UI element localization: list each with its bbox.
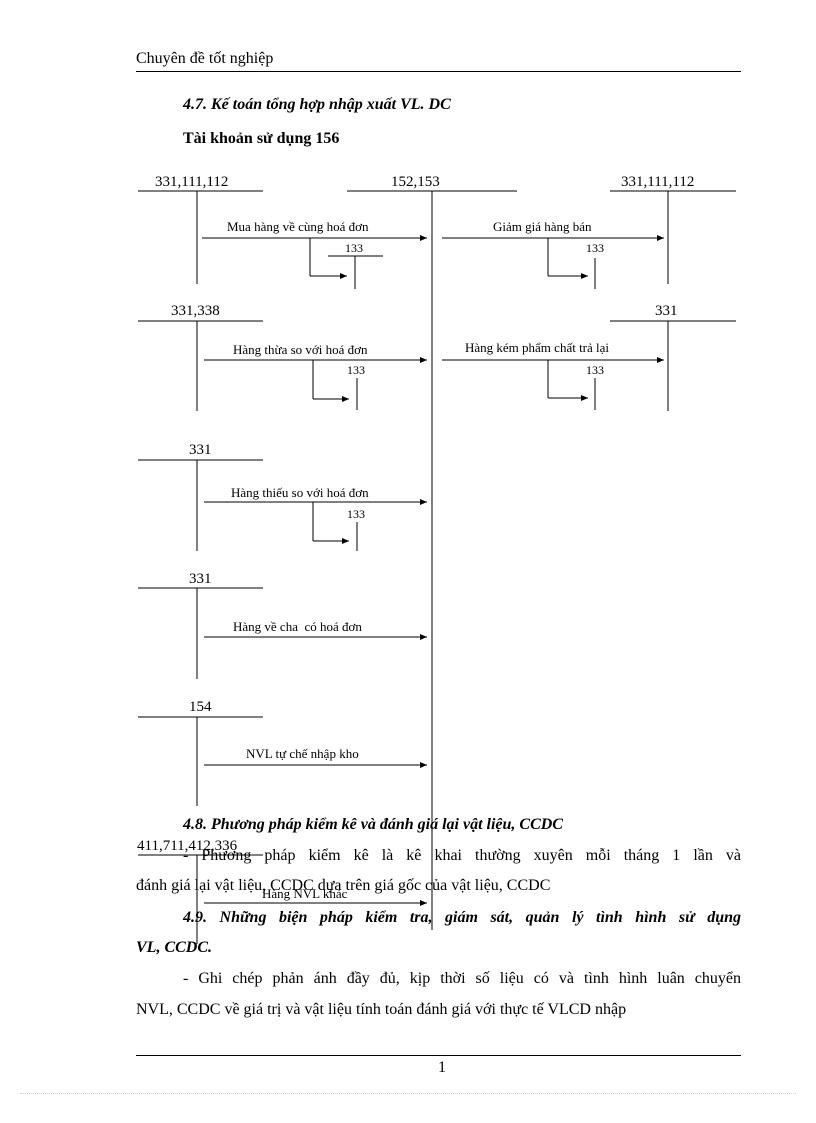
- account-label-top-left: 331,111,112: [155, 174, 229, 190]
- entry-label-row2-left: Hàng thừa so với hoá đơn: [233, 342, 368, 357]
- footer-rule: [136, 1055, 741, 1056]
- section-4-8-paragraph-line1: - Phương pháp kiểm kê là kê khai thường …: [183, 847, 741, 864]
- section-4-9-heading-line2: VL, CCDC.: [136, 939, 213, 956]
- section-4-9-paragraph-line2: NVL, CCDC về giá trị và vật liệu tính to…: [136, 1001, 627, 1018]
- vat-label-row1-left: 133: [345, 241, 363, 255]
- section-4-8-heading: 4.8. Phương pháp kiểm kê và đánh giá lại…: [183, 816, 563, 833]
- entry-label-row3: Hàng thiếu so với hoá đơn: [231, 485, 369, 500]
- vat-label-row1-right: 133: [586, 241, 604, 255]
- page-bottom-edge: [20, 1093, 796, 1094]
- entry-label-row6: Hàng NVL khác: [262, 886, 348, 901]
- page-number: 1: [438, 1059, 446, 1076]
- entry-label-row1-left: Mua hàng về cùng hoá đơn: [227, 219, 369, 234]
- section-4-8-paragraph-line2: đánh giá lại vật liệu, CCDC dựa trên giá…: [136, 877, 551, 894]
- section-4-9-paragraph-line1: - Ghi chép phản ánh đầy đủ, kịp thời số …: [183, 970, 741, 987]
- vat-label-row2-left: 133: [347, 363, 365, 377]
- section-4-7-heading: 4.7. Kế toán tổng hợp nhập xuất VL. DC: [183, 96, 451, 113]
- account-label-row5: 154: [189, 699, 212, 715]
- section-4-9-heading-line1: 4.9. Những biện pháp kiểm tra, giám sát,…: [183, 909, 741, 926]
- vat-label-row3: 133: [347, 507, 365, 521]
- account-label-top-right: 331,111,112: [621, 174, 695, 190]
- account-label-row2-right: 331: [655, 303, 678, 319]
- entry-label-row5: NVL tự chế nhập kho: [246, 746, 359, 761]
- account-label-row4: 331: [189, 571, 212, 587]
- header-rule: [136, 71, 741, 72]
- entry-label-row4: Hàng về cha có hoá đơn: [233, 619, 362, 634]
- account-label-center: 152,153: [391, 174, 440, 190]
- page-header-title: Chuyên đề tốt nghiệp: [136, 50, 274, 67]
- entry-label-row1-right: Giảm giá hàng bán: [493, 219, 592, 234]
- account-label-row6: 411,711,412,336: [137, 838, 238, 854]
- entry-label-row2-right: Hàng kém phẩm chất trả lại: [465, 340, 610, 355]
- account-label-row3: 331: [189, 442, 212, 458]
- vat-label-row2-right: 133: [586, 363, 604, 377]
- section-4-7-subheading: Tài khoản sử dụng 156: [183, 130, 340, 147]
- account-label-row2-left: 331,338: [171, 303, 220, 319]
